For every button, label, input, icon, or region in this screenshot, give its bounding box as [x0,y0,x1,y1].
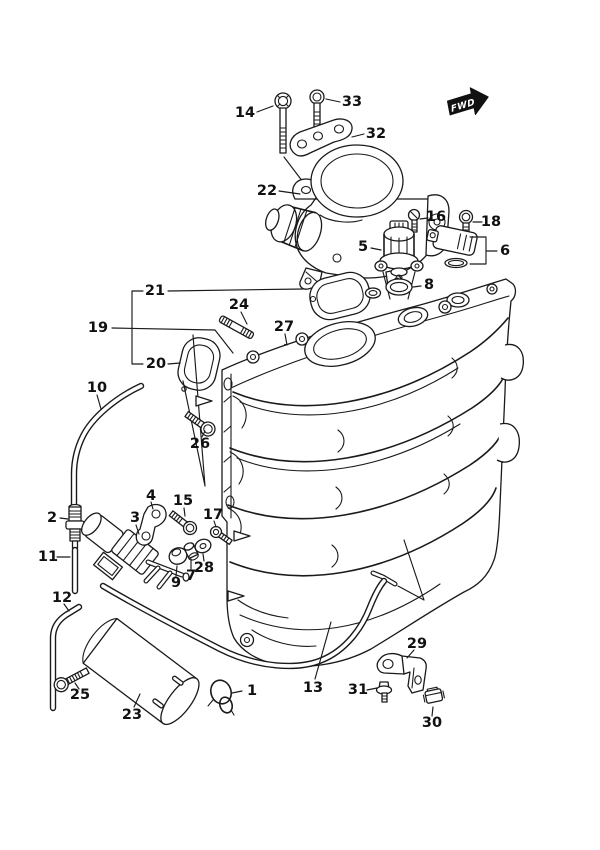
part-label-19: 19 [88,320,108,336]
gasket-20 [177,337,221,392]
part-label-20: 20 [146,356,166,372]
bracket-4 [135,503,167,546]
leader-line-23 [133,693,141,708]
leader-line-14 [256,105,274,113]
part-label-9: 9 [171,575,181,591]
fwd-arrow: FWD [446,87,489,116]
leader-line-9 [175,565,178,577]
leader-line-33 [325,98,341,103]
leader-line-30 [431,706,434,717]
stud-24 [218,315,255,340]
part-label-25: 25 [70,687,90,703]
part-label-18: 18 [481,214,501,230]
part-label-29: 29 [407,636,427,652]
part-label-6: 6 [500,243,510,259]
part-label-8: 8 [424,277,434,293]
bracket-21-20 [131,290,144,365]
bolt-31 [375,681,393,703]
tube-12 [49,603,83,712]
leader-line-19 [111,327,234,354]
hose-10 [70,382,145,508]
part-label-10: 10 [87,380,107,396]
part-label-17: 17 [203,507,223,523]
part-label-33: 33 [342,94,362,110]
leader-line-4 [150,501,154,510]
o-ring-8 [385,278,413,296]
sensor-6 [426,225,487,269]
leader-line-3 [135,524,140,535]
leader-line-22 [278,190,301,195]
leader-line-16 [419,217,429,220]
o-ring-small [364,287,382,299]
part-label-26: 26 [190,436,210,452]
leader-line-2 [59,517,69,520]
part-label-1: 1 [247,683,257,699]
part-label-7: 7 [186,568,196,584]
spacer-7 [183,542,199,561]
part-label-16: 16 [426,209,446,225]
part-label-23: 23 [122,707,142,723]
leader-line-20 [167,362,181,365]
part-label-12: 12 [52,590,72,606]
part-label-21: 21 [145,283,165,299]
leader-line-8 [412,285,422,288]
clip-nut-30 [422,686,445,704]
leader-line-17 [213,520,217,528]
screw-17 [209,525,233,546]
bolt-25 [53,667,90,693]
bolt-15 [168,510,198,536]
leader-line-12 [63,603,70,612]
intake-manifold [195,278,524,668]
part-label-30: 30 [422,715,442,731]
part-label-13: 13 [303,680,323,696]
part-label-11: 11 [38,549,58,565]
part-label-22: 22 [257,183,277,199]
part-label-2: 2 [47,510,57,526]
leader-line-27 [284,333,288,346]
bolt-33 [309,89,325,130]
leader-line-29 [406,649,415,659]
part-label-4: 4 [146,488,156,504]
part-label-14: 14 [235,105,255,121]
part-label-32: 32 [366,126,386,142]
part-label-28: 28 [194,560,214,576]
pointer-lines-29 [397,539,425,601]
leader-line-21 [167,288,304,292]
leader-line-1 [231,690,243,694]
part-label-31: 31 [348,682,368,698]
leader-line-5 [370,247,382,251]
leader-line-26 [201,430,206,438]
bolt-26 [184,410,216,437]
bolt-14 [274,92,304,183]
canister-23 [82,617,200,726]
bolt-18 [458,209,474,237]
leader-line-24 [240,311,248,325]
bracket-32 [289,118,353,157]
screw-16 [407,208,421,233]
part-label-5: 5 [358,239,368,255]
part-label-24: 24 [229,297,249,313]
clamp-1 [207,679,235,716]
washer-28 [194,538,212,554]
valve-5 [374,220,424,300]
hose-13 [99,577,388,670]
leader-line-10 [96,394,102,410]
part-label-15: 15 [173,493,193,509]
solenoid-valve-3 [81,512,190,590]
leader-line-32 [351,133,365,138]
bracket-29 [376,652,427,694]
leader-line-25 [74,682,80,690]
pointer-lines-19 [182,334,206,487]
part-label-3: 3 [130,510,140,526]
leader-line-28 [202,553,205,562]
leader-line-15 [183,507,186,517]
leader-line-31 [366,687,378,691]
part-label-27: 27 [274,319,294,335]
connector-2 [65,503,85,549]
leader-line-13 [314,621,332,680]
